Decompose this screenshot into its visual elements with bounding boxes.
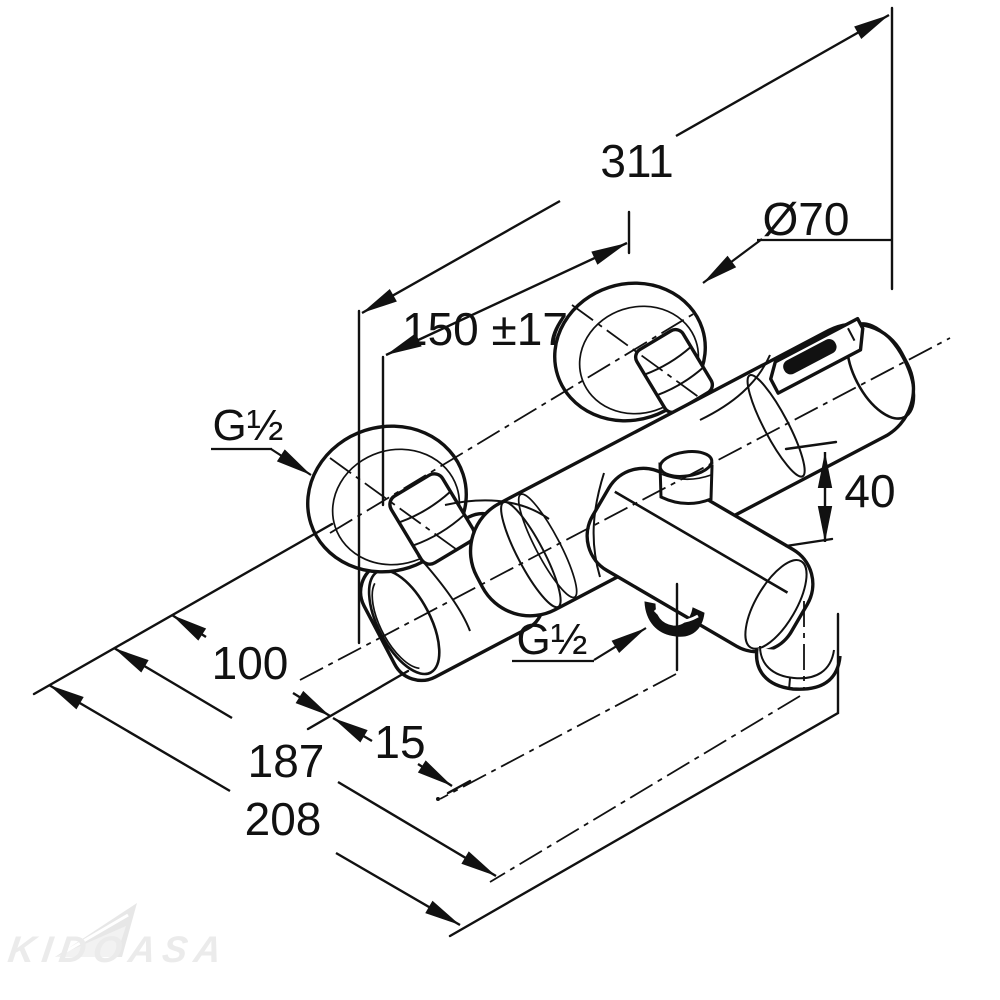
dim-150-label: 150 ±17 [402,303,568,355]
dim-100-line [171,613,207,641]
watermark: KIDOASA [6,903,231,970]
right-flange-cross-centerline [571,304,701,399]
dim-311-line [361,199,561,315]
faucet-illustration [306,281,916,691]
dim-100-label: 100 [212,637,289,689]
g-half-wall-leader [270,448,312,476]
thread-shower-label: G½ [517,615,588,664]
centerlines [299,304,951,883]
extension-lines [32,6,894,938]
spout-body-seam [592,472,605,578]
dim-311-label: 311 [600,135,673,187]
watermark-text: KIDOASA [6,928,231,970]
right-union-curve [699,354,771,421]
flow-handle-recess [769,316,865,395]
left-flange-cross-centerline [329,457,461,553]
dimension-labels: 311 Ø70 150 ±17 G½ 40 100 G½ 15 187 208 [212,135,896,845]
left-union-curve [444,499,550,520]
leader-lines [211,238,893,663]
g-half-shower-leader [593,627,647,661]
left-union-nut [388,472,476,566]
dim-40-label: 40 [844,465,895,517]
spout [585,466,815,654]
dim-150-line [385,241,628,357]
dim-187-line [113,646,233,720]
aerator-projection-centerline [489,695,801,883]
dia70-leader [702,238,763,284]
body-axis-centerline [299,337,951,681]
outlet-projection-centerline [439,673,677,800]
dim-dia70-label: Ø70 [763,193,850,245]
dim-187-label: 187 [248,735,325,787]
eco-stop-button [783,339,837,375]
thread-wall-label: G½ [213,401,284,450]
dim-208-label: 208 [245,793,322,845]
shower-outlet [644,601,705,637]
dim-15-label: 15 [374,716,425,768]
dim-15-line [332,716,373,743]
aerator [754,645,842,691]
dim-208-line [48,683,231,793]
left-union-curve-lower [417,555,471,632]
watermark-logo-icon [55,903,137,957]
dimension-lines [48,13,890,927]
